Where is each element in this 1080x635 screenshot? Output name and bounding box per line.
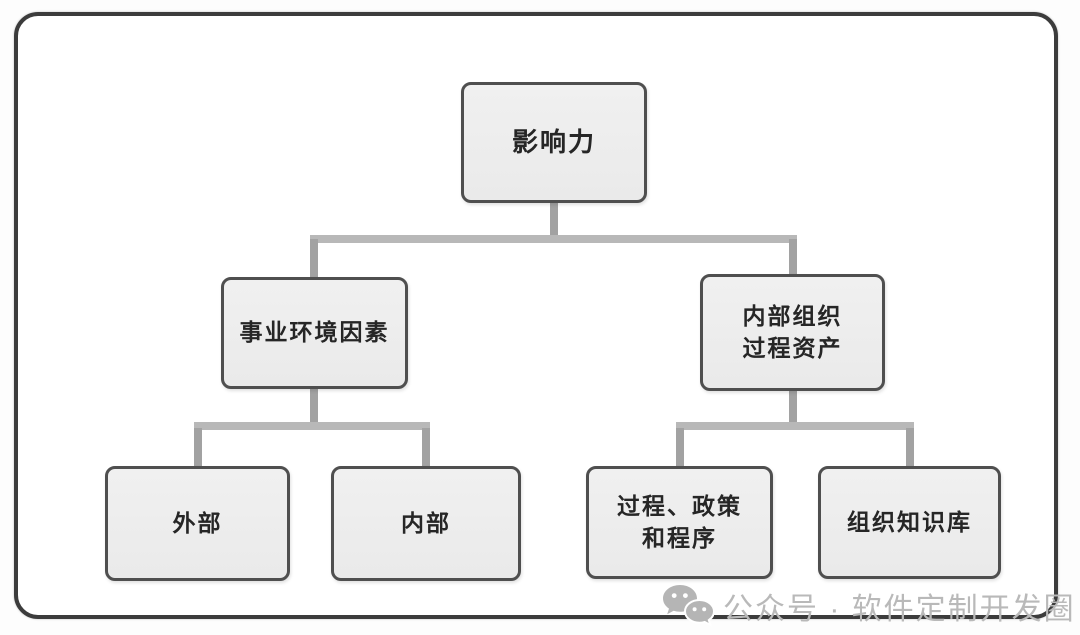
node-processes-policies-procedures: 过程、政策 和程序 [586, 466, 773, 579]
connector-okb-up [906, 428, 914, 468]
node-organizational-knowledge-base: 组织知识库 [818, 466, 1001, 579]
node-influence-label: 影响力 [511, 126, 596, 157]
connector-eef-down [310, 387, 318, 424]
connector-ppp-up [676, 428, 684, 468]
node-external-label: 外部 [172, 509, 223, 536]
connector-right-bar [676, 422, 914, 430]
node-enterprise-environmental-factors: 事业环境因素 [221, 277, 408, 389]
connector-external-up [194, 428, 202, 468]
connector-root-down [550, 202, 558, 239]
watermark: 公众号 · 软件定制开发圈 [660, 583, 1076, 629]
node-external: 外部 [105, 466, 290, 581]
node-internal: 内部 [331, 466, 521, 581]
wechat-icon [663, 585, 714, 628]
diagram-frame: 影响力 事业环境因素 内部组织 过程资产 外部 内部 过程、政策 和程序 组织知… [14, 12, 1074, 628]
connector-eef-up [310, 239, 318, 279]
connector-internal-up [422, 428, 430, 468]
watermark-text: 公众号 · 软件定制开发圈 [723, 593, 1076, 626]
node-eef-label: 事业环境因素 [239, 319, 390, 346]
connector-opa-down [789, 389, 797, 424]
node-opa-label: 内部组织 过程资产 [742, 303, 843, 361]
connector-opa-up [789, 239, 797, 276]
node-influence: 影响力 [461, 82, 647, 203]
node-internal-organizational-process-assets: 内部组织 过程资产 [700, 274, 885, 391]
connector-top-bar [310, 235, 797, 243]
connector-left-bar [194, 422, 430, 430]
node-ppp-label: 过程、政策 和程序 [617, 493, 742, 551]
node-okb-label: 组织知识库 [847, 508, 972, 535]
node-internal-label: 内部 [401, 509, 451, 536]
